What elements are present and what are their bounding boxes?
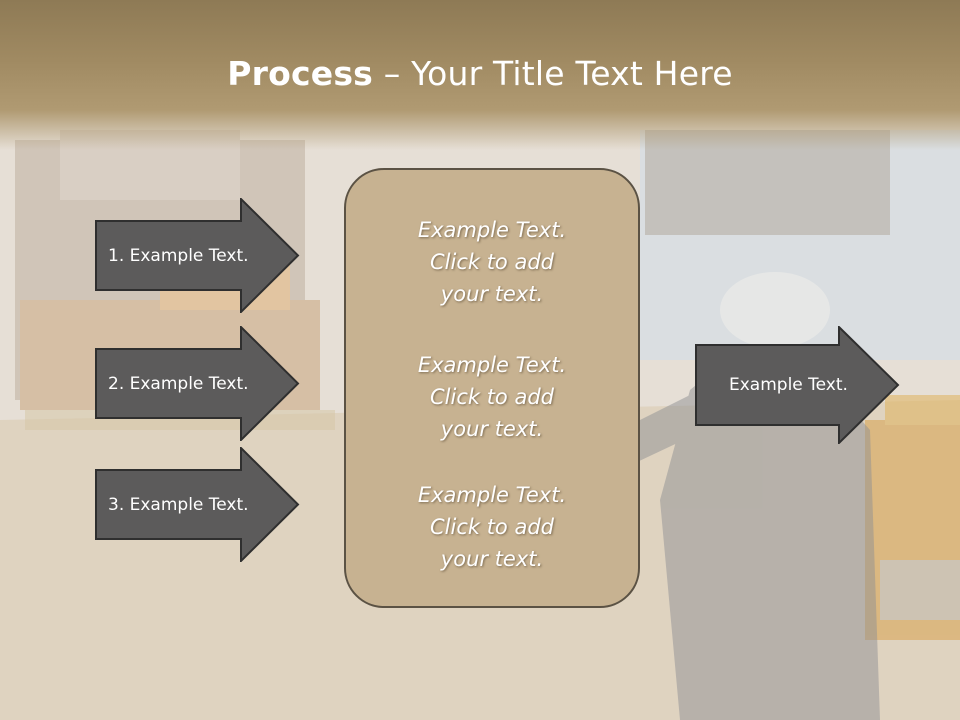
center-text-block-3: Example Text. Click to add your text.	[417, 483, 567, 571]
left-arrow-1-label: 1. Example Text.	[108, 245, 249, 266]
right-arrow-label: Example Text.	[729, 375, 848, 395]
arrow-shape	[95, 326, 300, 441]
title-text: – Your Title Text Here	[373, 54, 733, 93]
title-band	[0, 0, 960, 150]
right-arrow[interactable]: Example Text.	[695, 326, 900, 444]
center-text-block-2: Example Text. Click to add your text.	[417, 353, 567, 441]
arrow-shape	[95, 198, 300, 313]
arrow-shape	[695, 326, 900, 444]
arrow-shape	[95, 447, 300, 562]
center-text-block-1: Example Text. Click to add your text.	[417, 218, 567, 306]
left-arrow-3[interactable]: 3. Example Text.	[95, 447, 300, 562]
center-text-box[interactable]: Example Text. Click to add your text. Ex…	[344, 168, 640, 608]
left-arrow-2[interactable]: 2. Example Text.	[95, 326, 300, 441]
left-arrow-3-label: 3. Example Text.	[108, 494, 249, 515]
left-arrow-1[interactable]: 1. Example Text.	[95, 198, 300, 313]
slide-title[interactable]: Process – Your Title Text Here	[0, 54, 960, 93]
title-bold: Process	[227, 54, 374, 93]
left-arrow-2-label: 2. Example Text.	[108, 373, 249, 394]
